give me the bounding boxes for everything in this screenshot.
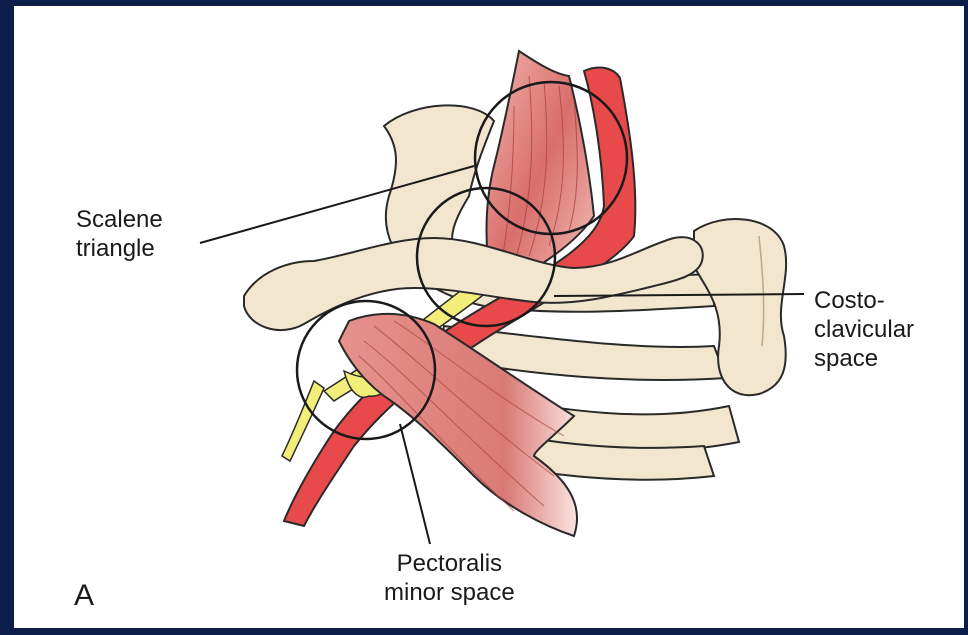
figure-panel: Scalene triangle Costo- clavicular space… xyxy=(14,6,964,628)
label-costoclavicular-space: Costo- clavicular space xyxy=(814,286,914,373)
label-scalene-triangle: Scalene triangle xyxy=(76,205,163,263)
panel-letter: A xyxy=(74,581,94,610)
pectoralis-leader-line xyxy=(400,424,430,544)
label-pectoralis-minor-space: Pectoralis minor space xyxy=(384,549,515,607)
